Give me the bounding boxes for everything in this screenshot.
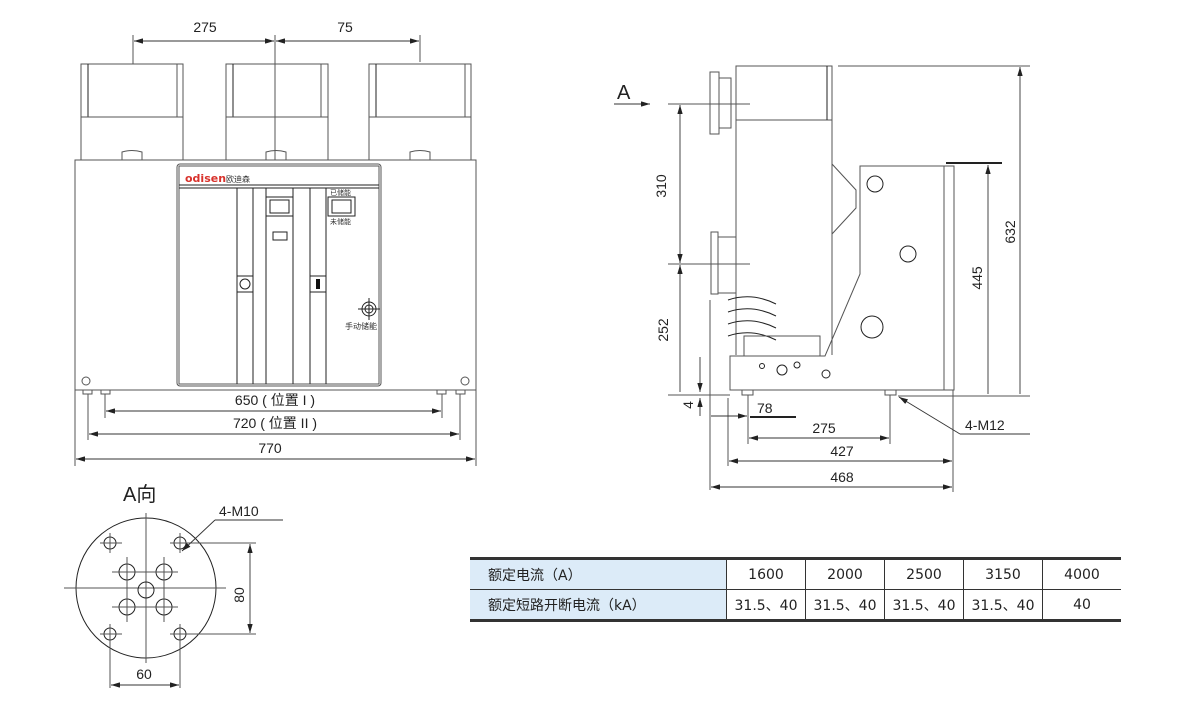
side-view: A: [614, 65, 1030, 492]
dim-4: 4: [680, 401, 696, 409]
a-view: A向 80 60 4-M10: [64, 483, 283, 688]
cell: 1600: [726, 558, 806, 590]
bolt-4m10: 4-M10: [219, 503, 259, 519]
bolt-holes: [100, 533, 256, 688]
pole-middle: [225, 63, 329, 161]
dim-468: 468: [830, 469, 854, 485]
row-label: 额定电流（A）: [470, 558, 727, 590]
brand-cn: 欧迪森: [226, 174, 250, 184]
dim-427: 427: [830, 443, 854, 459]
dim-632: 632: [1002, 220, 1018, 244]
a-view-title: A向: [123, 483, 156, 506]
view-arrow-label: A: [617, 82, 631, 104]
dim-445: 445: [969, 266, 985, 290]
label-stored: 已储能: [330, 188, 351, 197]
ratings-table: 额定电流（A） 1600 2000 2500 3150 4000 额定短路开断电…: [470, 557, 1121, 622]
cell: 31.5、40: [963, 589, 1043, 621]
dim-78: 78: [757, 400, 773, 416]
label-manual: 手动储能: [345, 321, 377, 331]
indicator-o: [236, 275, 254, 293]
dim-80: 80: [231, 587, 247, 603]
cell: 2500: [884, 558, 964, 590]
pole-right: [368, 63, 472, 161]
row-label: 额定短路开断电流（kA）: [470, 589, 727, 621]
dim-275-side: 275: [812, 420, 836, 436]
cell: 31.5、40: [805, 589, 885, 621]
dim-75-top: 75: [337, 19, 353, 35]
dim-60: 60: [136, 666, 152, 682]
dim-720: 720 ( 位置 II ): [233, 415, 317, 431]
front-view: 275 75 odisen 欧迪森 已储能 未储能 手: [74, 19, 477, 466]
dim-275-top: 275: [193, 19, 217, 35]
cell: 31.5、40: [726, 589, 806, 621]
cell: 3150: [963, 558, 1043, 590]
manual-charge-icon: [358, 298, 380, 320]
breaker-body: [74, 159, 477, 391]
pole-left: [80, 63, 184, 161]
table-row: 额定电流（A） 1600 2000 2500 3150 4000: [470, 558, 1121, 590]
cell: 4000: [1042, 558, 1121, 590]
table-row: 额定短路开断电流（kA） 31.5、40 31.5、40 31.5、40 31.…: [470, 589, 1121, 621]
dim-650: 650 ( 位置 I ): [235, 392, 315, 408]
bolt-4m12: 4-M12: [965, 417, 1005, 433]
dim-770: 770: [258, 440, 282, 456]
terminal-holes: [112, 557, 178, 622]
brand-logo: odisen: [185, 172, 226, 185]
dim-252: 252: [655, 318, 671, 342]
cell: 2000: [805, 558, 885, 590]
dim-310: 310: [653, 174, 669, 198]
indicator-i: [309, 275, 327, 293]
cell: 40: [1042, 589, 1121, 621]
cell: 31.5、40: [884, 589, 964, 621]
label-not-stored: 未储能: [330, 217, 351, 226]
